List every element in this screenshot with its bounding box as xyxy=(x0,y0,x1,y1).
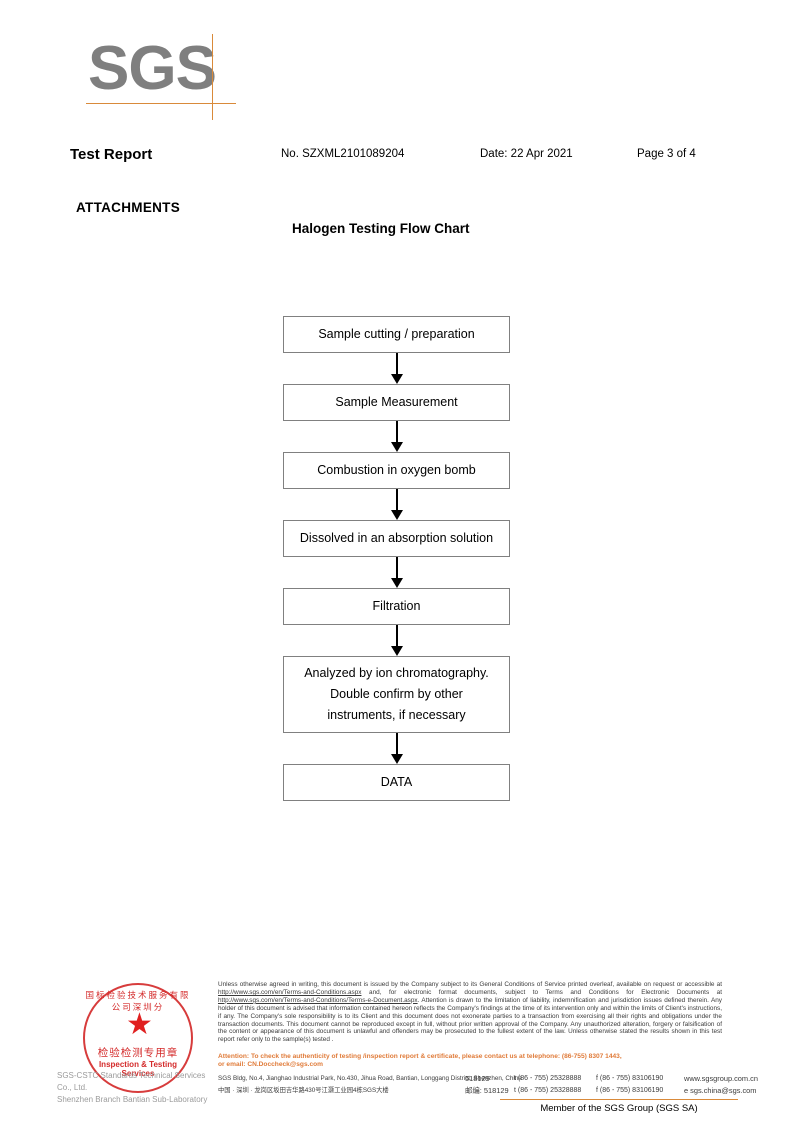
address-cn: 中国 · 深圳 · 龙岗区坂田吉华路430号江灏工业园4栋SGS大楼 xyxy=(218,1086,389,1094)
member-statement: Member of the SGS Group (SGS SA) xyxy=(540,1103,698,1114)
flow-node-data: DATA xyxy=(283,764,510,801)
report-header: Test Report No. SZXML2101089204 Date: 22… xyxy=(0,146,793,168)
seal-arc-text: 国标检验技术服务有限公司深圳分 xyxy=(85,990,191,1012)
address-row-chinese: 中国 · 深圳 · 龙岗区坂田吉华路430号江灏工业园4栋SGS大楼 邮编: 5… xyxy=(218,1085,756,1097)
seal-ring xyxy=(83,983,193,1093)
flow-node-sample-measurement: Sample Measurement xyxy=(283,384,510,421)
telephone-cn: t (86 - 755) 25328888 xyxy=(514,1086,582,1094)
page-title: Test Report xyxy=(70,146,153,163)
postcode-cn: 邮编: 518129 xyxy=(465,1085,509,1095)
flow-node-label-line1: Analyzed by ion chromatography. xyxy=(304,666,489,680)
website[interactable]: www.sgsgroup.com.cn xyxy=(684,1074,758,1083)
flow-arrow-6 xyxy=(283,733,510,764)
star-icon: ★ xyxy=(126,1008,153,1041)
attention-line-1: Attention: To check the authenticity of … xyxy=(218,1053,622,1060)
report-date: Date: 22 Apr 2021 xyxy=(480,148,573,160)
postcode-en: 518129 xyxy=(465,1074,490,1083)
flow-node-dissolved: Dissolved in an absorption solution xyxy=(283,520,510,557)
flow-node-label-line3: instruments, if necessary xyxy=(327,708,466,722)
flow-node-combustion: Combustion in oxygen bomb xyxy=(283,452,510,489)
flow-node-analysis: Analyzed by ion chromatography. Double c… xyxy=(283,656,510,733)
flow-arrow-4 xyxy=(283,557,510,588)
sgs-logo-text: SGS xyxy=(88,34,217,103)
flow-arrow-3 xyxy=(283,489,510,520)
flow-node-label: Sample cutting / preparation xyxy=(318,327,475,341)
flow-arrow-1 xyxy=(283,353,510,384)
flow-node-label: Filtration xyxy=(372,599,421,613)
legal-text-3: . Attention is drawn to the limitation o… xyxy=(218,996,722,1044)
footer-divider xyxy=(500,1099,738,1100)
address-row-english: SGS Bldg, No.4, Jianghao Industrial Park… xyxy=(218,1073,758,1085)
attachments-heading: ATTACHMENTS xyxy=(76,200,181,215)
address-block: SGS Bldg, No.4, Jianghao Industrial Park… xyxy=(218,1073,758,1097)
report-number: No. SZXML2101089204 xyxy=(281,148,405,160)
flow-node-filtration: Filtration xyxy=(283,588,510,625)
flow-node-label: Dissolved in an absorption solution xyxy=(299,531,494,545)
logo-horizontal-rule xyxy=(86,103,236,104)
flow-chart-title: Halogen Testing Flow Chart xyxy=(292,221,470,236)
telephone-en: t (86 - 755) 25328888 xyxy=(514,1075,582,1082)
terms-link-2[interactable]: http://www.sgs.com/en/Terms-and-Conditio… xyxy=(218,996,418,1004)
halogen-testing-flow-chart: Sample cutting / preparation Sample Meas… xyxy=(283,316,510,801)
company-seal-stamp: 国标检验技术服务有限公司深圳分 ★ 检验检测专用章 Inspection & T… xyxy=(83,983,197,1097)
fax-en: f (86 - 755) 83106190 xyxy=(596,1075,664,1082)
legal-text-2: and, for electronic format documents, su… xyxy=(361,988,722,996)
flow-arrow-2 xyxy=(283,421,510,452)
flow-node-label: Combustion in oxygen bomb xyxy=(317,463,476,477)
attention-line-2[interactable]: or email: CN.Doccheck@sgs.com xyxy=(218,1061,324,1069)
seal-english-label: Inspection & Testing Services xyxy=(98,1060,178,1078)
flow-node-label-line2: Double confirm by other xyxy=(330,687,463,701)
company-name-line2: Shenzhen Branch Bantian Sub-Laboratory xyxy=(57,1095,208,1104)
legal-text-1: Unless otherwise agreed in writing, this… xyxy=(218,981,722,988)
fax-cn: f (86 - 755) 83106190 xyxy=(596,1086,664,1094)
page-indicator: Page 3 of 4 xyxy=(637,148,696,160)
seal-chinese-label: 检验检测专用章 xyxy=(97,1047,179,1059)
legal-disclaimer: Unless otherwise agreed in writing, this… xyxy=(218,981,722,1044)
flow-node-sample-cutting: Sample cutting / preparation xyxy=(283,316,510,353)
flow-node-label: Sample Measurement xyxy=(335,395,458,409)
address-en: SGS Bldg, No.4, Jianghao Industrial Park… xyxy=(218,1075,522,1082)
logo-vertical-rule xyxy=(212,34,213,120)
company-name-line1: SGS-CSTC Standards Technical Services Co… xyxy=(57,1071,206,1092)
email-cn[interactable]: e sgs.china@sgs.com xyxy=(684,1085,757,1095)
terms-link-1[interactable]: http://www.sgs.com/en/Terms-and-Conditio… xyxy=(218,988,362,996)
flow-node-label: DATA xyxy=(380,775,413,789)
attention-notice: Attention: To check the authenticity of … xyxy=(218,1053,722,1070)
sgs-logo: SGS xyxy=(86,34,238,122)
company-name-block: SGS-CSTC Standards Technical Services Co… xyxy=(57,1070,222,1106)
flow-arrow-5 xyxy=(283,625,510,656)
